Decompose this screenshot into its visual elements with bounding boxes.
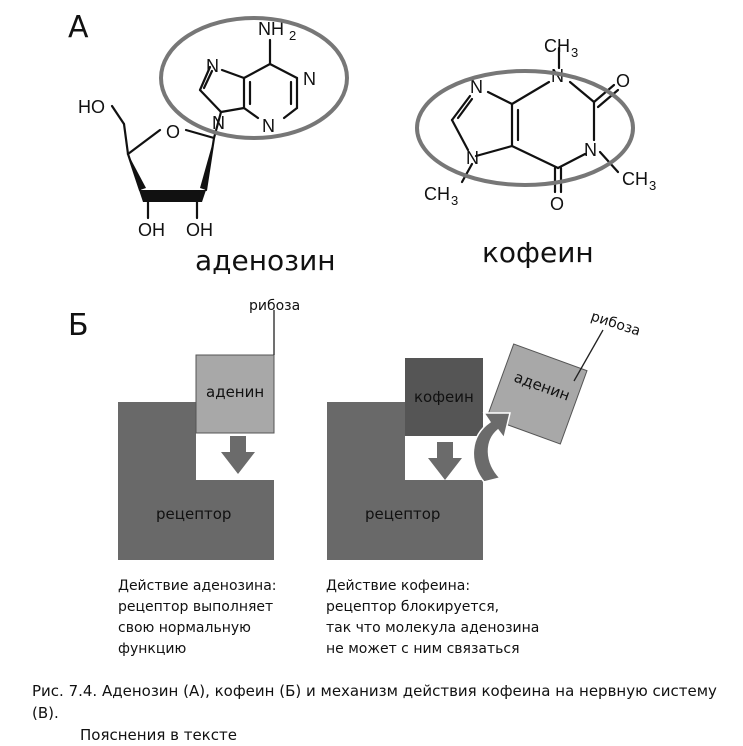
- svg-text:OH: OH: [186, 220, 213, 240]
- svg-text:3: 3: [571, 45, 578, 60]
- down-arrow-left: [221, 436, 255, 474]
- figure-7-4: А N N N N: [68, 10, 656, 560]
- adenosine-structure: [110, 38, 299, 220]
- svg-text:N: N: [262, 116, 275, 136]
- adenosine-name: аденозин: [195, 244, 336, 277]
- svg-text:N: N: [470, 77, 483, 97]
- caption-left-line: функцию: [118, 641, 187, 657]
- figure-caption-line1: Рис. 7.4. Аденозин (А), кофеин (Б) и мех…: [32, 682, 717, 722]
- ribose-line-right: [573, 329, 604, 382]
- svg-text:N: N: [206, 56, 219, 76]
- caffeine-block: [405, 358, 483, 436]
- caffeine-structure: [450, 46, 620, 194]
- receptor-label-left: рецептор: [156, 505, 231, 523]
- caption-left-line: Действие аденозина:: [118, 578, 277, 594]
- svg-text:CH: CH: [424, 184, 450, 204]
- svg-text:NH: NH: [258, 19, 284, 39]
- svg-text:3: 3: [649, 178, 656, 193]
- figure-caption-line2: Пояснения в тексте: [80, 726, 237, 744]
- ribose-bold-bond: [139, 190, 206, 202]
- adenine-label-left: аденин: [206, 383, 264, 401]
- caption-left-line: свою нормальную: [118, 620, 251, 636]
- svg-text:O: O: [166, 122, 180, 142]
- svg-text:O: O: [550, 194, 564, 214]
- panel-b-label: Б: [68, 308, 89, 343]
- adenine-block-right: [486, 343, 588, 445]
- ribose-label-left: рибоза: [249, 298, 300, 314]
- svg-text:N: N: [303, 69, 316, 89]
- adenine-highlight-ellipse: [159, 16, 349, 140]
- svg-text:N: N: [466, 148, 479, 168]
- svg-text:CH: CH: [544, 36, 570, 56]
- caffeine-highlight-ellipse: [415, 69, 635, 187]
- caption-left-line: рецептор выполняет: [118, 599, 274, 615]
- down-arrow-right: [428, 442, 462, 480]
- receptor-left: [118, 402, 274, 560]
- svg-text:O: O: [616, 71, 630, 91]
- ribose-label-right: рибоза: [589, 309, 643, 340]
- ribose-wedge-right: [200, 138, 214, 190]
- svg-text:3: 3: [451, 193, 458, 208]
- caption-right-line: так что молекула аденозина: [326, 620, 540, 636]
- ribose-wedge-left: [128, 154, 146, 190]
- caption-right: Действие кофеина: рецептор блокируется, …: [326, 576, 586, 660]
- caption-right-line: рецептор блокируется,: [326, 599, 500, 615]
- figure-caption: Рис. 7.4. Аденозин (А), кофеин (Б) и мех…: [32, 680, 743, 746]
- svg-text:2: 2: [289, 28, 296, 43]
- caffeine-name: кофеин: [482, 236, 594, 269]
- caffeine-atoms: N N N N O O CH 3 CH 3 CH 3: [424, 36, 656, 214]
- svg-text:N: N: [212, 113, 225, 133]
- svg-text:OH: OH: [138, 220, 165, 240]
- adenosine-atoms: N N N N NH 2 O HO OH OH: [78, 19, 316, 240]
- svg-text:HO: HO: [78, 97, 105, 117]
- caffeine-label: кофеин: [414, 388, 474, 406]
- svg-text:N: N: [584, 140, 597, 160]
- receptor-right: [327, 402, 483, 560]
- svg-text:CH: CH: [622, 169, 648, 189]
- caption-left: Действие аденозина: рецептор выполняет с…: [118, 576, 318, 660]
- panel-a-label: А: [68, 10, 89, 45]
- curved-arrow-displacement: [472, 412, 511, 483]
- receptor-label-right: рецептор: [365, 505, 440, 523]
- adenine-block-right-group: аденин: [486, 343, 588, 445]
- caption-right-line: не может с ним связаться: [326, 641, 520, 657]
- caption-right-line: Действие кофеина:: [326, 578, 471, 594]
- adenine-block-left: [195, 354, 275, 434]
